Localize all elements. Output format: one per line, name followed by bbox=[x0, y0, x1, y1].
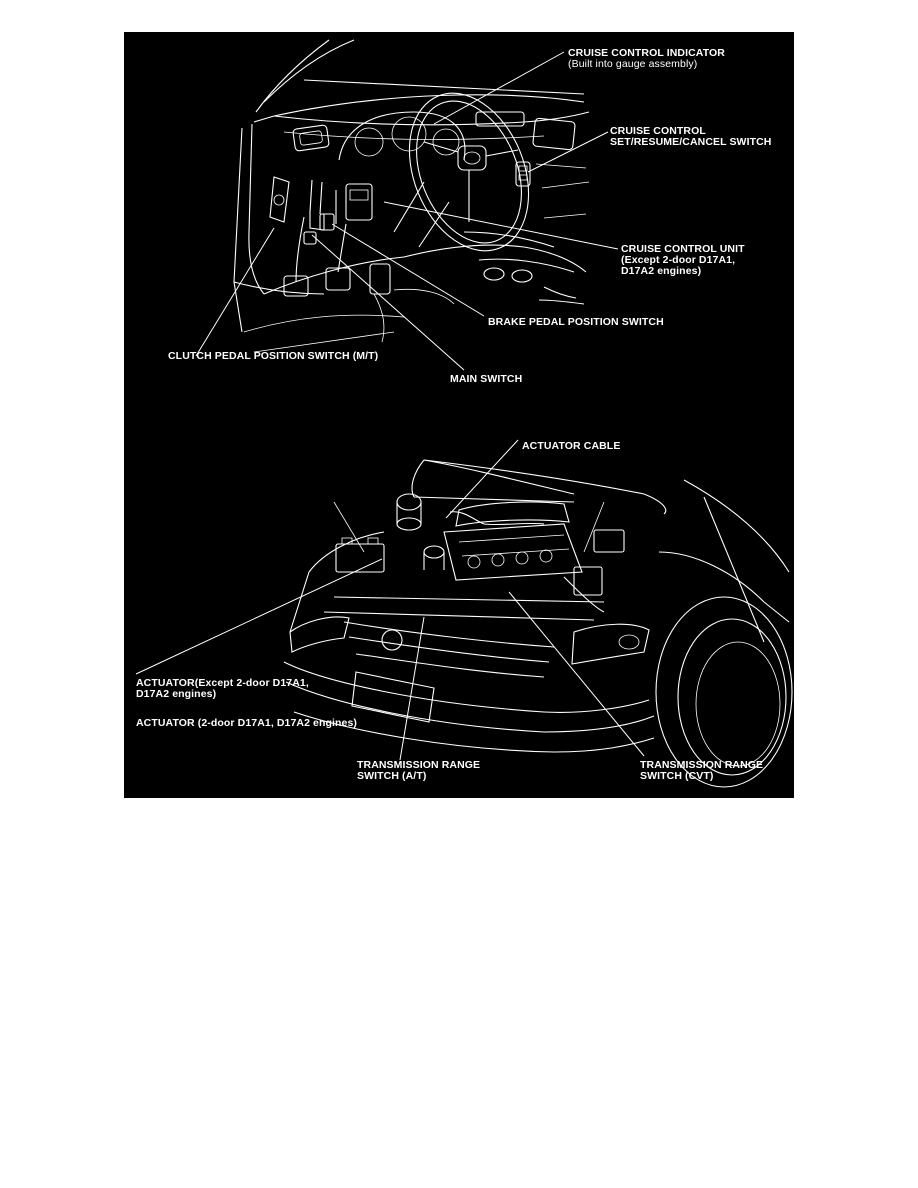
label-line: SWITCH (CVT) bbox=[640, 770, 714, 782]
label-actuator-2-door: ACTUATOR (2-door D17A1, D17A2 engines) bbox=[136, 718, 357, 729]
label-cruise-control-indicator: CRUISE CONTROL INDICATOR (Built into gau… bbox=[568, 48, 725, 70]
label-line: TRANSMISSION RANGE bbox=[357, 759, 481, 771]
label-line: ACTUATOR(Except 2-door D17A1, bbox=[136, 677, 309, 689]
label-line: CRUISE CONTROL UNIT bbox=[621, 243, 745, 255]
line-art bbox=[135, 39, 793, 788]
label-line: TRANSMISSION RANGE bbox=[640, 759, 764, 771]
dashboard-illustration bbox=[233, 39, 590, 353]
label-line: CLUTCH PEDAL POSITION SWITCH (M/T) bbox=[168, 350, 379, 362]
label-line: ACTUATOR CABLE bbox=[522, 440, 621, 452]
label-transmission-range-switch-cvt: TRANSMISSION RANGE SWITCH (CVT) bbox=[640, 760, 763, 782]
label-line: (Built into gauge assembly) bbox=[568, 58, 698, 70]
label-cruise-control-unit: CRUISE CONTROL UNIT (Except 2-door D17A1… bbox=[621, 244, 745, 277]
label-brake-pedal-position-switch: BRAKE PEDAL POSITION SWITCH bbox=[488, 317, 664, 328]
label-line: BRAKE PEDAL POSITION SWITCH bbox=[488, 316, 664, 328]
leader-lines bbox=[135, 51, 645, 761]
label-line: MAIN SWITCH bbox=[450, 373, 523, 385]
label-line: D17A2 engines) bbox=[136, 688, 217, 700]
label-actuator-except-2-door: ACTUATOR(Except 2-door D17A1, D17A2 engi… bbox=[136, 678, 309, 700]
engine-compartment-illustration bbox=[283, 459, 793, 788]
label-main-switch: MAIN SWITCH bbox=[450, 374, 522, 385]
label-line: CRUISE CONTROL bbox=[610, 125, 706, 137]
label-set-resume-cancel-switch: CRUISE CONTROL SET/RESUME/CANCEL SWITCH bbox=[610, 126, 771, 148]
label-line: SET/RESUME/CANCEL SWITCH bbox=[610, 136, 772, 148]
label-actuator-cable: ACTUATOR CABLE bbox=[522, 441, 620, 452]
label-clutch-pedal-position-switch: CLUTCH PEDAL POSITION SWITCH (M/T) bbox=[168, 351, 378, 362]
label-line: D17A2 engines) bbox=[621, 265, 702, 277]
label-line: SWITCH (A/T) bbox=[357, 770, 427, 782]
label-transmission-range-switch-at: TRANSMISSION RANGE SWITCH (A/T) bbox=[357, 760, 480, 782]
label-line: (Except 2-door D17A1, bbox=[621, 254, 736, 266]
cruise-control-component-location-diagram: CRUISE CONTROL INDICATOR (Built into gau… bbox=[124, 32, 794, 798]
label-line: CRUISE CONTROL INDICATOR bbox=[568, 47, 725, 59]
label-line: ACTUATOR (2-door D17A1, D17A2 engines) bbox=[136, 717, 358, 729]
